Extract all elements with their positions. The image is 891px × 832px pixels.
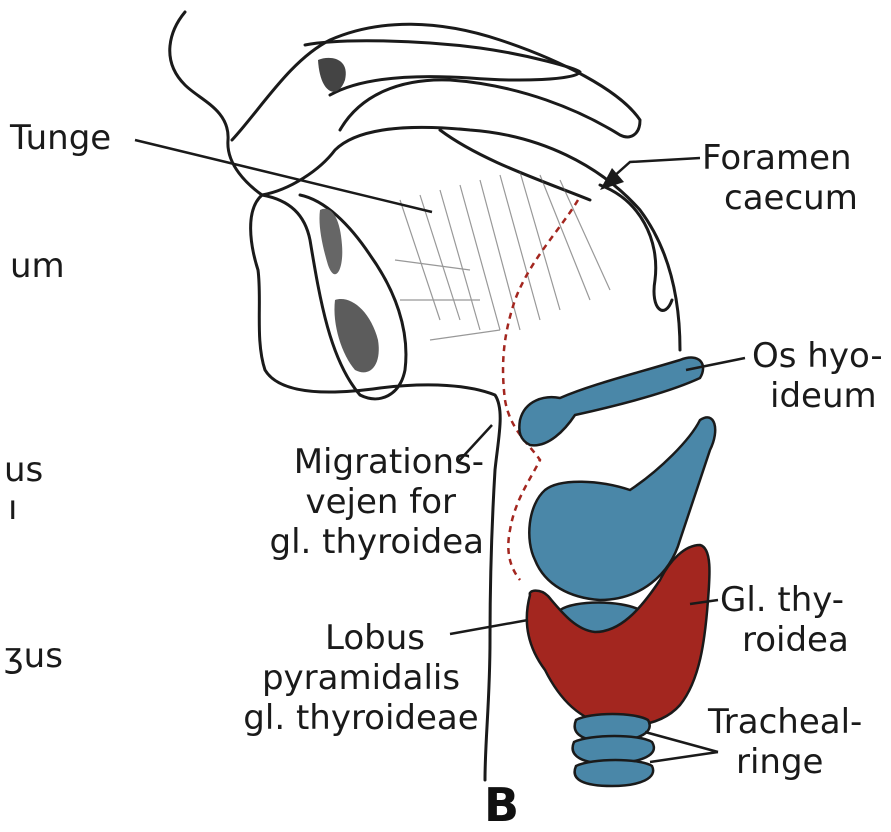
label-migration-path: Migrations- vejen for gl. thyroidea	[226, 442, 484, 562]
label-os-hyoideum: Os hyo- ideum	[752, 336, 883, 416]
tracheal-ring-3	[575, 760, 654, 786]
label-migr-line2: vejen for	[226, 482, 484, 522]
label-os-line1: Os hyo-	[752, 336, 883, 376]
foramen-leader	[612, 158, 700, 178]
hyoid-bone	[519, 358, 703, 446]
label-left-us: us	[4, 450, 43, 490]
label-foramen-line2: caecum	[702, 178, 858, 218]
tongue-hatching	[395, 172, 610, 340]
label-migr-line3: gl. thyroidea	[226, 522, 484, 562]
label-gl-line1: Gl. thy-	[720, 580, 849, 620]
panel-letter: B	[484, 778, 519, 832]
label-lobus-line1: Lobus	[222, 618, 500, 658]
label-gl-thyroidea: Gl. thy- roidea	[720, 580, 849, 660]
label-left-i: ı	[8, 488, 17, 528]
label-left-um: um	[10, 246, 65, 286]
label-tunge: Tunge	[10, 118, 111, 158]
label-left-gus: ʒus	[4, 636, 63, 676]
label-lobus-pyramidalis: Lobus pyramidalis gl. thyroideae	[222, 618, 500, 738]
label-foramen-caecum: Foramen caecum	[702, 138, 858, 218]
label-gl-line2: roidea	[720, 620, 849, 660]
label-migr-line1: Migrations-	[226, 442, 484, 482]
label-lobus-line2: pyramidalis	[222, 658, 500, 698]
label-os-line2: ideum	[752, 376, 883, 416]
label-lobus-line3: gl. thyroideae	[222, 698, 500, 738]
tracheal-rings	[573, 714, 654, 786]
label-tracheal-rings: Tracheal- ringe	[708, 702, 862, 782]
label-trach-line1: Tracheal-	[708, 702, 862, 742]
label-foramen-line1: Foramen	[702, 138, 858, 178]
label-trach-line2: ringe	[708, 742, 862, 782]
